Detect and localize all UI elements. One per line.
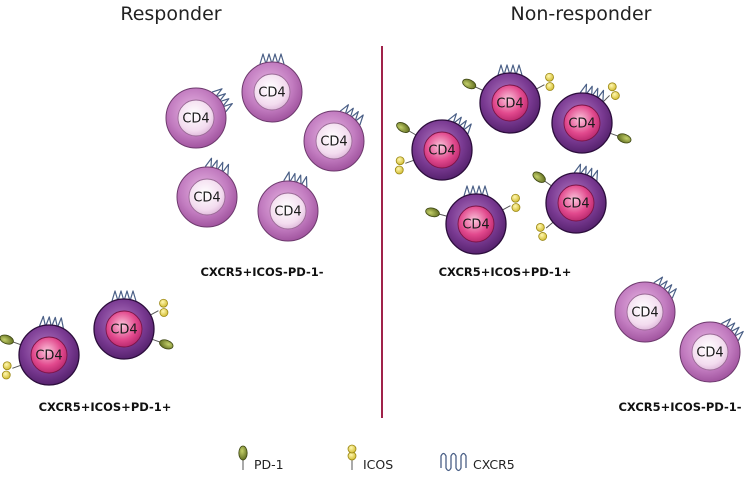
icos-legend-label: ICOS bbox=[363, 457, 393, 472]
pd1-receptor bbox=[462, 78, 477, 90]
resting-cd4-cell: CD4 bbox=[303, 104, 365, 172]
group-label-responder-positive: CXCR5+ICOS+PD-1+ bbox=[39, 400, 172, 414]
icos-receptor bbox=[159, 298, 168, 308]
cell-nucleus bbox=[457, 205, 495, 243]
icos-receptor bbox=[545, 72, 554, 82]
legend: PD-1 ICOS CXCR5 bbox=[238, 444, 515, 472]
icos-receptor bbox=[394, 165, 404, 175]
cd4-label: CD4 bbox=[428, 144, 455, 159]
cell-nucleus bbox=[105, 310, 143, 348]
cell-nucleus bbox=[423, 131, 461, 169]
cxcr5-legend-icon bbox=[440, 452, 467, 472]
cell-nucleus bbox=[626, 293, 664, 331]
pd1-receptor bbox=[159, 339, 174, 350]
resting-cd4-cell: CD4 bbox=[257, 171, 319, 242]
cd4-label: CD4 bbox=[193, 191, 220, 206]
resting-cd4-cell: CD4 bbox=[176, 157, 238, 228]
non-responder-heading: Non-responder bbox=[510, 3, 651, 25]
icos-receptor bbox=[511, 203, 521, 212]
cxcr5-legend-label: CXCR5 bbox=[473, 457, 515, 472]
cd4-label: CD4 bbox=[274, 205, 301, 220]
cell-nucleus bbox=[563, 104, 601, 142]
cell-nucleus bbox=[269, 192, 307, 230]
resting-cd4-cell: CD4 bbox=[165, 87, 233, 149]
icos-receptor bbox=[395, 156, 405, 166]
resting-cd4-cell: CD4 bbox=[679, 318, 744, 383]
pd1-legend-icon bbox=[238, 445, 248, 470]
icos-receptor bbox=[535, 223, 545, 232]
active-cd4-cell: CD4 bbox=[0, 315, 80, 386]
cd4-label: CD4 bbox=[35, 349, 62, 364]
cell-nucleus bbox=[177, 99, 215, 137]
pd1-receptor bbox=[532, 171, 546, 183]
active-cd4-cell: CD4 bbox=[551, 82, 632, 154]
cell-nucleus bbox=[188, 178, 226, 216]
cell-nucleus bbox=[557, 184, 595, 222]
icos-receptor bbox=[538, 232, 548, 241]
responder-heading: Responder bbox=[120, 3, 221, 25]
icos-legend-icon bbox=[347, 444, 357, 470]
pd1-receptor bbox=[617, 133, 632, 144]
cell-nucleus bbox=[315, 122, 353, 160]
resting-cd4-cell: CD4 bbox=[241, 53, 303, 123]
cell-nucleus bbox=[253, 73, 291, 111]
pd1-legend-label: PD-1 bbox=[254, 457, 284, 472]
group-label-responder-negative: CXCR5+ICOS-PD-1- bbox=[200, 265, 323, 279]
cd4-label: CD4 bbox=[110, 323, 137, 338]
cd4-label: CD4 bbox=[258, 86, 285, 101]
active-cd4-cell: CD4 bbox=[425, 185, 521, 255]
active-cd4-cell: CD4 bbox=[462, 64, 555, 134]
cells-layer: CD4CD4CD4CD4CD4CD4CD4CD4CD4CD4CD4CD4CD4C… bbox=[0, 53, 744, 386]
icos-receptor bbox=[1, 370, 11, 380]
active-cd4-cell: CD4 bbox=[532, 163, 607, 241]
cd4-label: CD4 bbox=[462, 218, 489, 233]
pd1-receptor bbox=[425, 207, 440, 218]
cell-nucleus bbox=[491, 84, 529, 122]
icos-receptor bbox=[610, 91, 620, 100]
active-cd4-cell: CD4 bbox=[93, 290, 174, 360]
icos-receptor bbox=[511, 193, 520, 203]
cell-nucleus bbox=[30, 336, 68, 374]
cd4-label: CD4 bbox=[182, 112, 209, 127]
resting-cd4-cell: CD4 bbox=[614, 276, 677, 343]
cd4-label: CD4 bbox=[320, 135, 347, 150]
pd1-receptor bbox=[396, 122, 410, 133]
icos-receptor bbox=[2, 361, 12, 371]
cd4-label: CD4 bbox=[496, 97, 523, 112]
icos-receptor bbox=[545, 82, 555, 91]
group-label-nonresponder-negative: CXCR5+ICOS-PD-1- bbox=[618, 400, 741, 414]
icos-receptor bbox=[607, 82, 617, 92]
group-label-nonresponder-positive: CXCR5+ICOS+PD-1+ bbox=[439, 265, 572, 279]
icos-receptor bbox=[159, 308, 169, 317]
cd4-label: CD4 bbox=[631, 306, 658, 321]
cd4-label: CD4 bbox=[696, 346, 723, 361]
cell-nucleus bbox=[691, 333, 729, 371]
cd4-label: CD4 bbox=[562, 197, 589, 212]
cd4-label: CD4 bbox=[568, 117, 595, 132]
active-cd4-cell: CD4 bbox=[394, 113, 473, 181]
pd1-receptor bbox=[0, 334, 14, 345]
